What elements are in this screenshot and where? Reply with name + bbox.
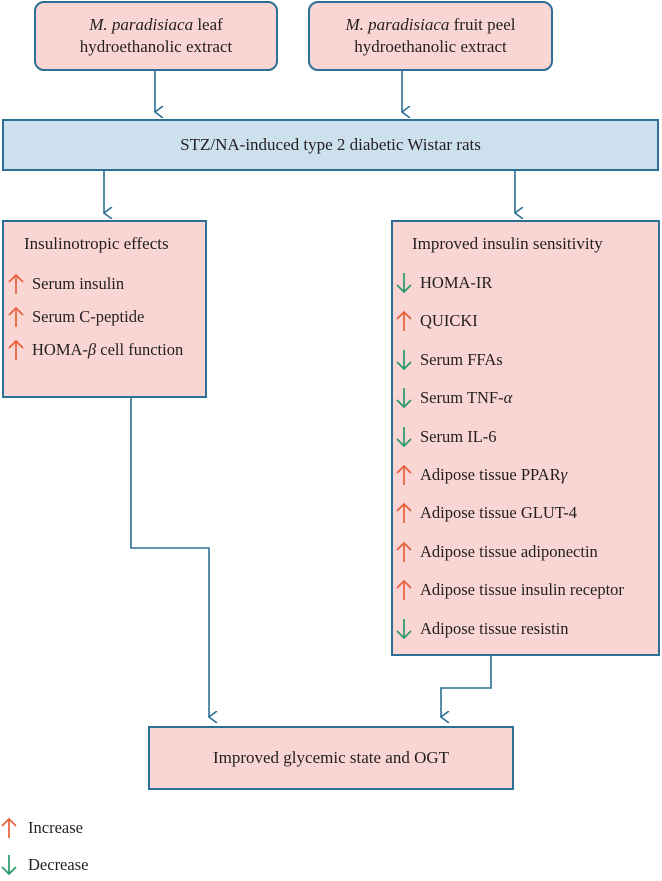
up-arrow-icon xyxy=(7,306,25,328)
source-box-fruit-peel-extract: M. paradisiaca fruit peel hydroethanolic… xyxy=(308,1,553,71)
list-item-text: HOMA-IR xyxy=(420,273,493,292)
list-item: HOMA-β cell function xyxy=(7,339,183,361)
outcome-label: Improved glycemic state and OGT xyxy=(212,748,450,767)
list-item: Serum FFAs xyxy=(395,349,503,371)
down-arrow-icon xyxy=(395,387,413,409)
list-item: Adipose tissue adiponectin xyxy=(395,541,598,563)
list-item: Serum insulin xyxy=(7,273,124,295)
up-arrow-icon xyxy=(395,464,413,486)
list-item-text: Adipose tissue GLUT-4 xyxy=(420,503,578,523)
up-arrow-icon xyxy=(395,579,413,601)
right-panel-title: Improved insulin sensitivity xyxy=(412,234,603,253)
left-panel-title: Insulinotropic effects xyxy=(24,234,169,253)
list-item-text: Adipose tissue PPAR xyxy=(420,465,561,484)
model-box: STZ/NA-induced type 2 diabetic Wistar ra… xyxy=(2,119,659,171)
up-arrow-icon xyxy=(395,502,413,524)
down-arrow-icon xyxy=(395,272,413,294)
list-item-text: Serum FFAs xyxy=(420,349,503,369)
legend-increase-label: Increase xyxy=(28,818,83,837)
list-item-text: Adipose tissue adiponectin xyxy=(420,541,598,561)
list-item: HOMA-IR xyxy=(395,272,492,294)
list-item-text: HOMA- xyxy=(32,340,88,359)
list-item-suffix: cell function xyxy=(96,340,184,359)
list-item-text: Serum insulin xyxy=(32,274,125,293)
right-panel-insulin-sensitivity: Improved insulin sensitivity HOMA-IR QUIC… xyxy=(391,220,660,656)
outcome-box: Improved glycemic state and OGT xyxy=(148,726,514,790)
down-arrow-icon xyxy=(395,349,413,371)
list-item: Adipose tissue GLUT-4 xyxy=(395,502,577,524)
up-arrow-icon xyxy=(395,541,413,563)
list-item: Adipose tissue resistin xyxy=(395,618,569,640)
list-item-greek: β xyxy=(87,340,97,359)
source-box-leaf-extract: M. paradisiaca leaf hydroethanolic extra… xyxy=(34,1,278,71)
down-arrow-icon xyxy=(0,854,18,876)
list-item-greek: γ xyxy=(560,465,568,484)
list-item-text: Adipose tissue resistin xyxy=(420,618,569,638)
up-arrow-icon xyxy=(7,273,25,295)
source-box-peel-line2: hydroethanolic extract xyxy=(354,37,507,56)
list-item: QUICKI xyxy=(395,310,478,332)
list-item-greek: α xyxy=(503,388,513,408)
legend-decrease-label: Decrease xyxy=(28,855,89,874)
list-item: Serum C-peptide xyxy=(7,306,144,328)
list-item: Adipose tissue insulin receptor xyxy=(395,579,624,601)
list-item-text: Serum IL-6 xyxy=(420,426,497,446)
source-box-leaf-line2: hydroethanolic extract xyxy=(79,37,233,56)
source-box-leaf-line1: M. paradisiaca leaf xyxy=(89,15,223,34)
legend-increase: Increase xyxy=(0,817,83,839)
list-item: Serum IL-6 xyxy=(395,426,497,448)
source-box-peel-line1: M. paradisiaca fruit peel xyxy=(345,15,516,34)
down-arrow-icon xyxy=(395,426,413,448)
up-arrow-icon xyxy=(0,817,18,839)
list-item-text: Adipose tissue insulin receptor xyxy=(420,580,624,600)
down-arrow-icon xyxy=(395,618,413,640)
up-arrow-icon xyxy=(7,339,25,361)
list-item-text: Serum C-peptide xyxy=(32,307,145,326)
list-item-text: Serum TNF- xyxy=(420,388,504,408)
arrow-right-panel-to-outcome xyxy=(441,655,492,717)
list-item-text: QUICKI xyxy=(420,311,478,331)
model-label: STZ/NA-induced type 2 diabetic Wistar ra… xyxy=(180,135,481,154)
legend-decrease: Decrease xyxy=(0,854,88,876)
list-item: Serum TNF-α xyxy=(395,387,512,409)
up-arrow-icon xyxy=(395,310,413,332)
arrow-left-panel-to-outcome xyxy=(130,397,209,717)
